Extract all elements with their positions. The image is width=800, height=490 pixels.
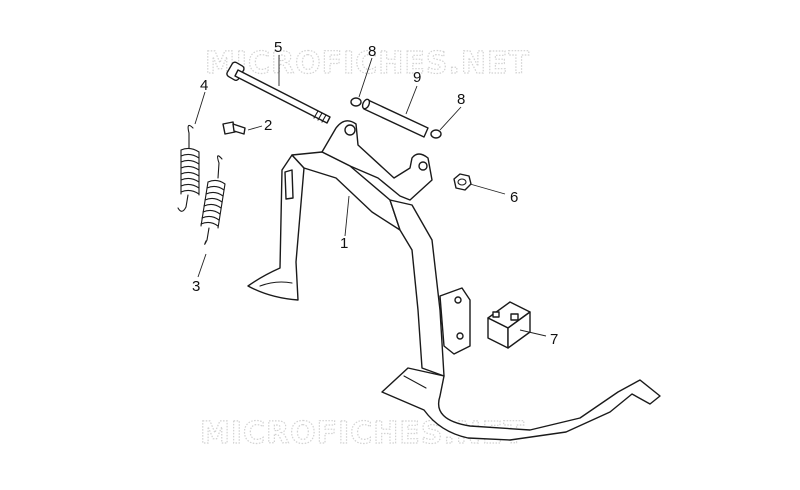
callout-2: 2 xyxy=(264,117,272,134)
part-6-nut[interactable] xyxy=(453,173,472,191)
part-3-spring[interactable] xyxy=(200,155,226,245)
callout-6: 6 xyxy=(510,189,518,206)
part-7-pad[interactable] xyxy=(487,301,531,349)
part-9-sleeve[interactable] xyxy=(361,98,429,138)
callout-8-upper: 8 xyxy=(368,43,376,60)
part-2-stud[interactable] xyxy=(222,121,246,135)
leader-lines xyxy=(194,55,547,337)
watermark-top: MICROFICHES.NET xyxy=(205,46,530,81)
callout-4: 4 xyxy=(200,77,208,94)
part-4-spring[interactable] xyxy=(177,124,200,212)
callout-1: 1 xyxy=(340,235,348,252)
callout-9: 9 xyxy=(413,69,421,86)
callout-7: 7 xyxy=(550,331,558,348)
callout-3: 3 xyxy=(192,278,200,295)
part-5-bolt[interactable] xyxy=(226,61,331,124)
callout-5: 5 xyxy=(274,39,282,56)
part-8-washer-upper[interactable] xyxy=(350,97,362,107)
part-8-washer-lower[interactable] xyxy=(430,129,442,139)
part-1-center-stand[interactable] xyxy=(247,120,661,441)
callout-8-lower: 8 xyxy=(457,91,465,108)
